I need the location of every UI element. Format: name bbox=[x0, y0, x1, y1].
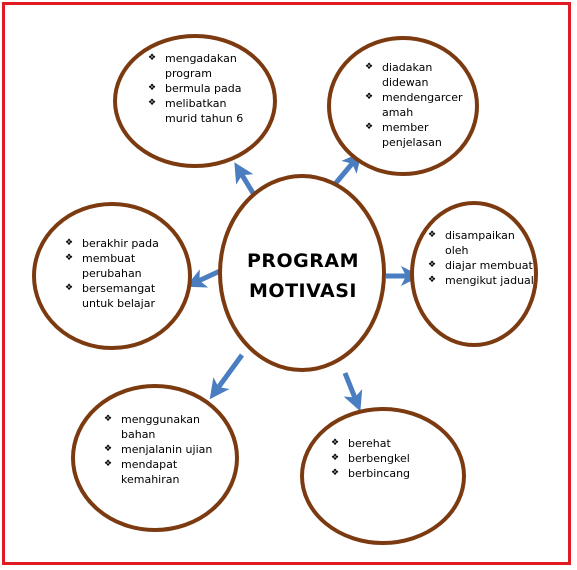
bubble-bottom-left-text: menggunakan bahan menjalanin ujian menda… bbox=[104, 412, 222, 504]
list-item: bermula pada bbox=[148, 81, 260, 96]
bubble-top-right-text: diadakan didewan mendengarcer amah membe… bbox=[365, 60, 475, 154]
list-item: membuat perubahan bbox=[65, 251, 190, 281]
arrow-bottom-left bbox=[209, 353, 245, 400]
center-ellipse bbox=[218, 174, 386, 372]
arrow-left bbox=[185, 268, 222, 288]
list-item: berakhir pada bbox=[65, 236, 190, 251]
list-item: mendengarcer amah bbox=[365, 90, 475, 120]
list-item: diajar membuat bbox=[428, 258, 534, 273]
list-item: diadakan didewan bbox=[365, 60, 475, 90]
list-item: mendapat kemahiran bbox=[104, 457, 222, 487]
bubble-bottom-right-text: berehat berbengkel berbincang bbox=[331, 436, 451, 492]
list-item: berehat bbox=[331, 436, 451, 451]
list-item: member penjelasan bbox=[365, 120, 475, 150]
bubble-top-left-text: mengadakan program bermula pada melibatk… bbox=[148, 51, 260, 135]
red-frame bbox=[2, 2, 571, 565]
center-title-line2: MOTIVASI bbox=[249, 280, 357, 302]
bubble-left-text: berakhir pada membuat perubahan berseman… bbox=[65, 236, 190, 324]
center-title-line1: PROGRAM bbox=[246, 250, 360, 272]
arrow-bottom-right bbox=[342, 372, 363, 412]
list-item: bersemangat untuk belajar bbox=[65, 281, 190, 311]
list-item: menjalanin ujian bbox=[104, 442, 222, 457]
list-item: mengadakan program bbox=[148, 51, 260, 81]
list-item: menggunakan bahan bbox=[104, 412, 222, 442]
list-item: disampaikan oleh bbox=[428, 228, 534, 258]
list-item: berbincang bbox=[331, 466, 451, 481]
list-item: mengikut jadual bbox=[428, 273, 534, 288]
list-item: berbengkel bbox=[331, 451, 451, 466]
bubble-right-text: disampaikan oleh diajar membuat mengikut… bbox=[428, 228, 534, 324]
center-title: PROGRAM MOTIVASI bbox=[228, 246, 378, 306]
list-item: melibatkan murid tahun 6 bbox=[148, 96, 260, 126]
